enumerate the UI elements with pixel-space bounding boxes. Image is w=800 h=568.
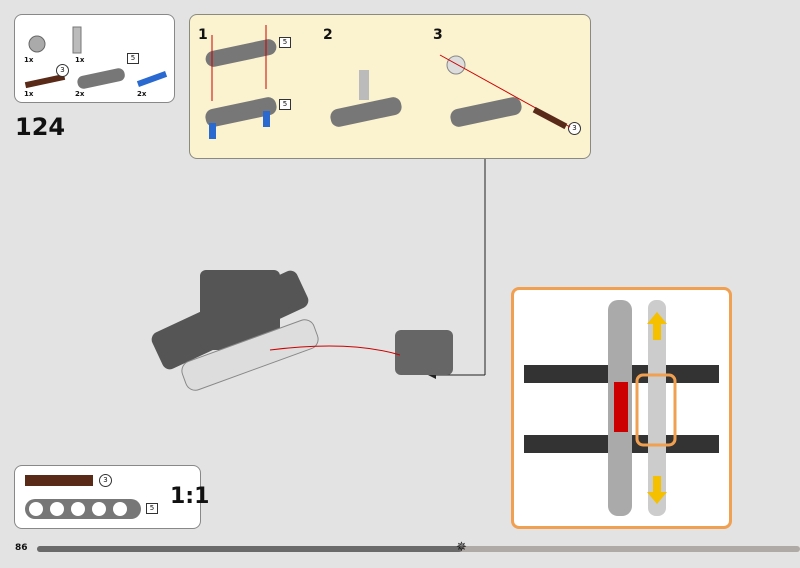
progress-bar (37, 546, 800, 552)
progress-fill (37, 546, 462, 552)
qty-axle: 1x (24, 90, 34, 98)
axle-length-badge: 3 (568, 122, 581, 135)
qty-pin: 2x (137, 90, 147, 98)
parts-illustration (24, 26, 168, 89)
substep-2-number: 2 (323, 27, 333, 43)
page-number: 86 (15, 543, 28, 553)
substep-1-number: 1 (198, 27, 208, 43)
parts-list: 1x 1x 3 5 1x 2x 2x (14, 14, 175, 103)
scale-ratio: 1:1 (170, 484, 210, 509)
substep-illustrations (205, 25, 571, 139)
axle-length-badge: 3 (56, 64, 69, 77)
beam-length-badge: 5 (279, 37, 291, 48)
step-number: 124 (15, 113, 66, 141)
progress-marker-icon: ✵ (455, 540, 467, 555)
axle-length-badge: 3 (99, 474, 112, 487)
callout-illustration (524, 300, 719, 516)
beam-length-badge: 5 (127, 53, 139, 64)
beam-length-badge: 5 (146, 503, 158, 514)
scale-parts (25, 475, 141, 519)
substep-panel: 1 2 3 5 5 3 (189, 14, 591, 159)
qty-gear: 1x (24, 56, 34, 64)
beam-length-badge-2: 5 (279, 99, 291, 110)
substep-3-number: 3 (433, 27, 443, 43)
detail-callout (511, 287, 732, 529)
qty-connector: 1x (75, 56, 85, 64)
qty-beam: 2x (75, 90, 85, 98)
scale-box: 3 5 1:1 (14, 465, 209, 529)
